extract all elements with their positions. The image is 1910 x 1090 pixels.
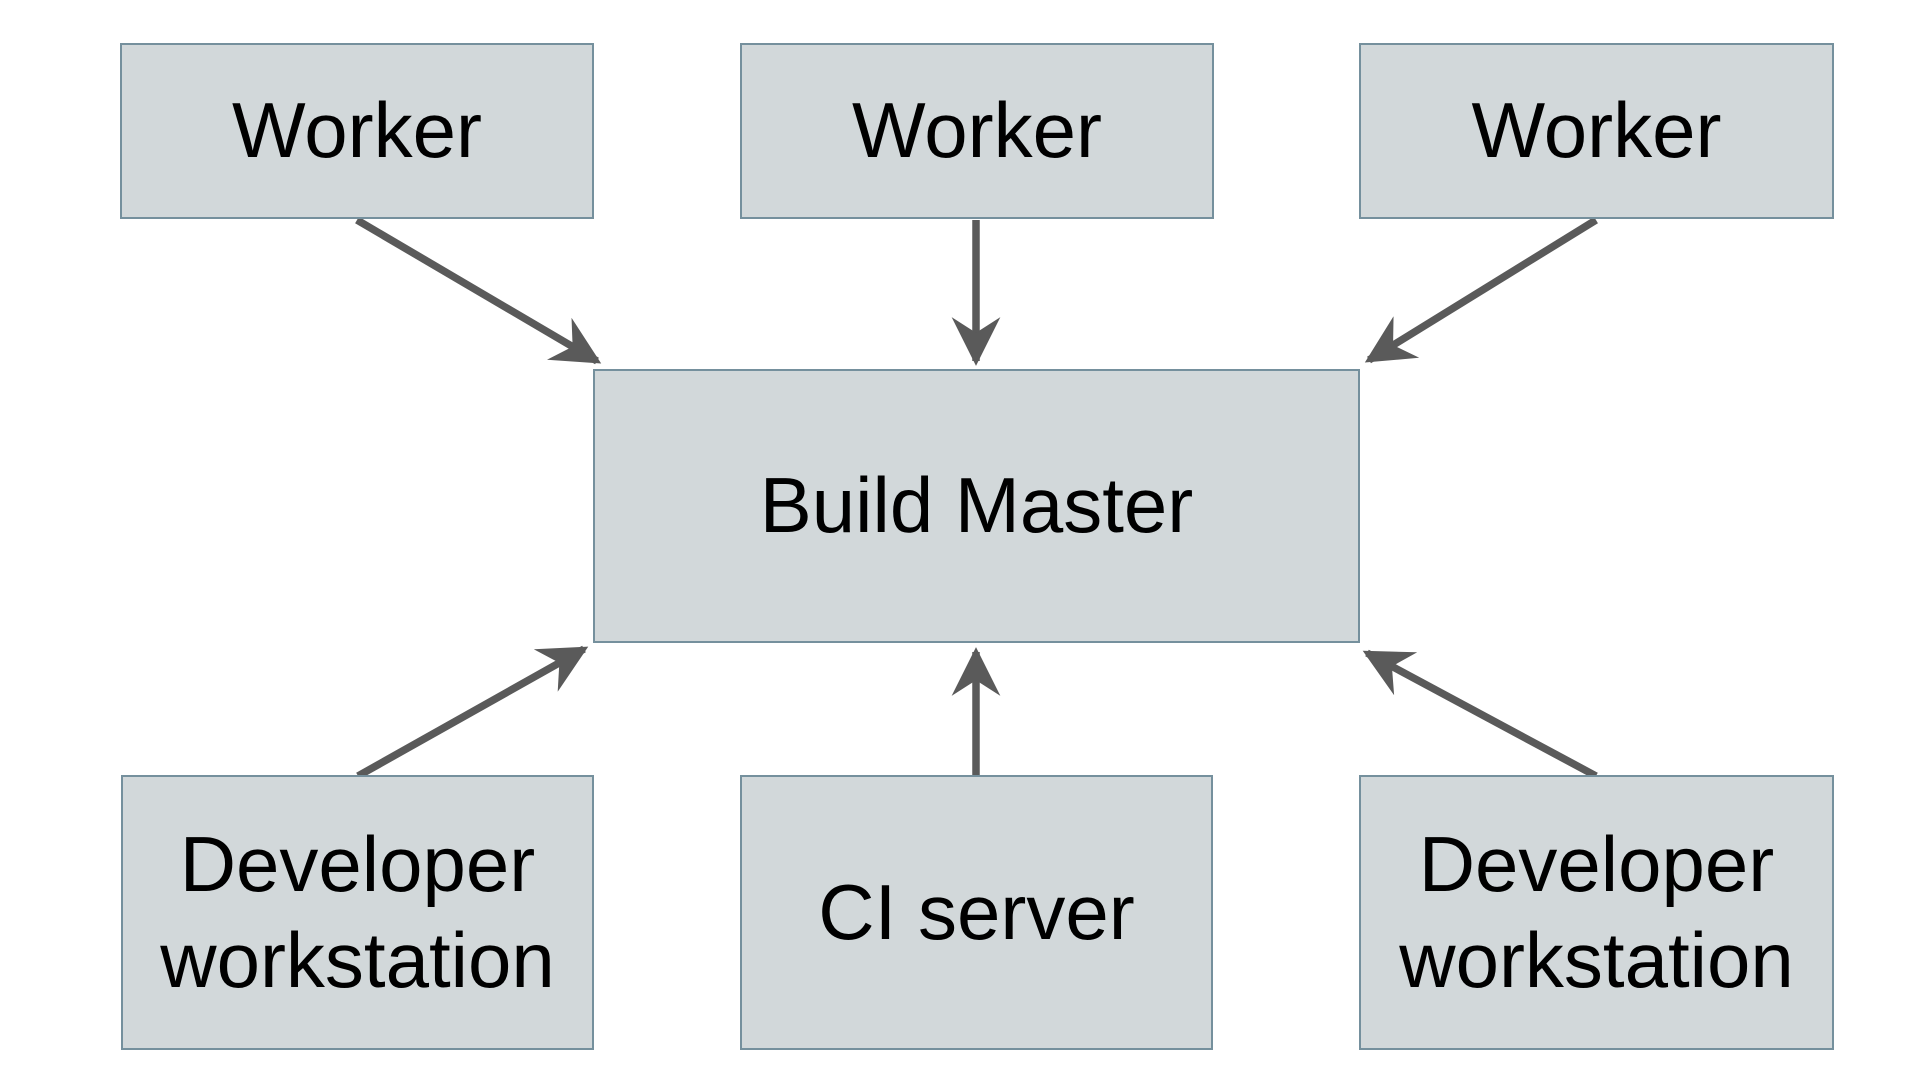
node-developer-workstation-left: Developer workstation xyxy=(121,775,594,1050)
node-developer-workstation-right: Developer workstation xyxy=(1359,775,1834,1050)
arrow-developer-workstation-right-to-build-master xyxy=(1362,649,1598,780)
node-worker-1: Worker xyxy=(120,43,594,219)
node-worker-3: Worker xyxy=(1359,43,1834,219)
node-worker-2-label: Worker xyxy=(852,86,1102,175)
node-worker-1-label: Worker xyxy=(232,86,482,175)
node-developer-workstation-right-label: Developer workstation xyxy=(1399,819,1794,1004)
node-worker-3-label: Worker xyxy=(1471,86,1722,175)
arrow-worker-3-to-build-master xyxy=(1364,216,1598,364)
node-build-master: Build Master xyxy=(593,369,1360,643)
arrow-worker-1-to-build-master xyxy=(355,216,602,365)
arrow-developer-workstation-left-to-build-master xyxy=(356,645,589,780)
node-build-master-label: Build Master xyxy=(759,461,1194,550)
node-worker-2: Worker xyxy=(740,43,1214,219)
node-developer-workstation-left-label: Developer workstation xyxy=(160,819,555,1004)
node-ci-server-label: CI server xyxy=(818,867,1135,956)
node-ci-server: CI server xyxy=(740,775,1213,1050)
